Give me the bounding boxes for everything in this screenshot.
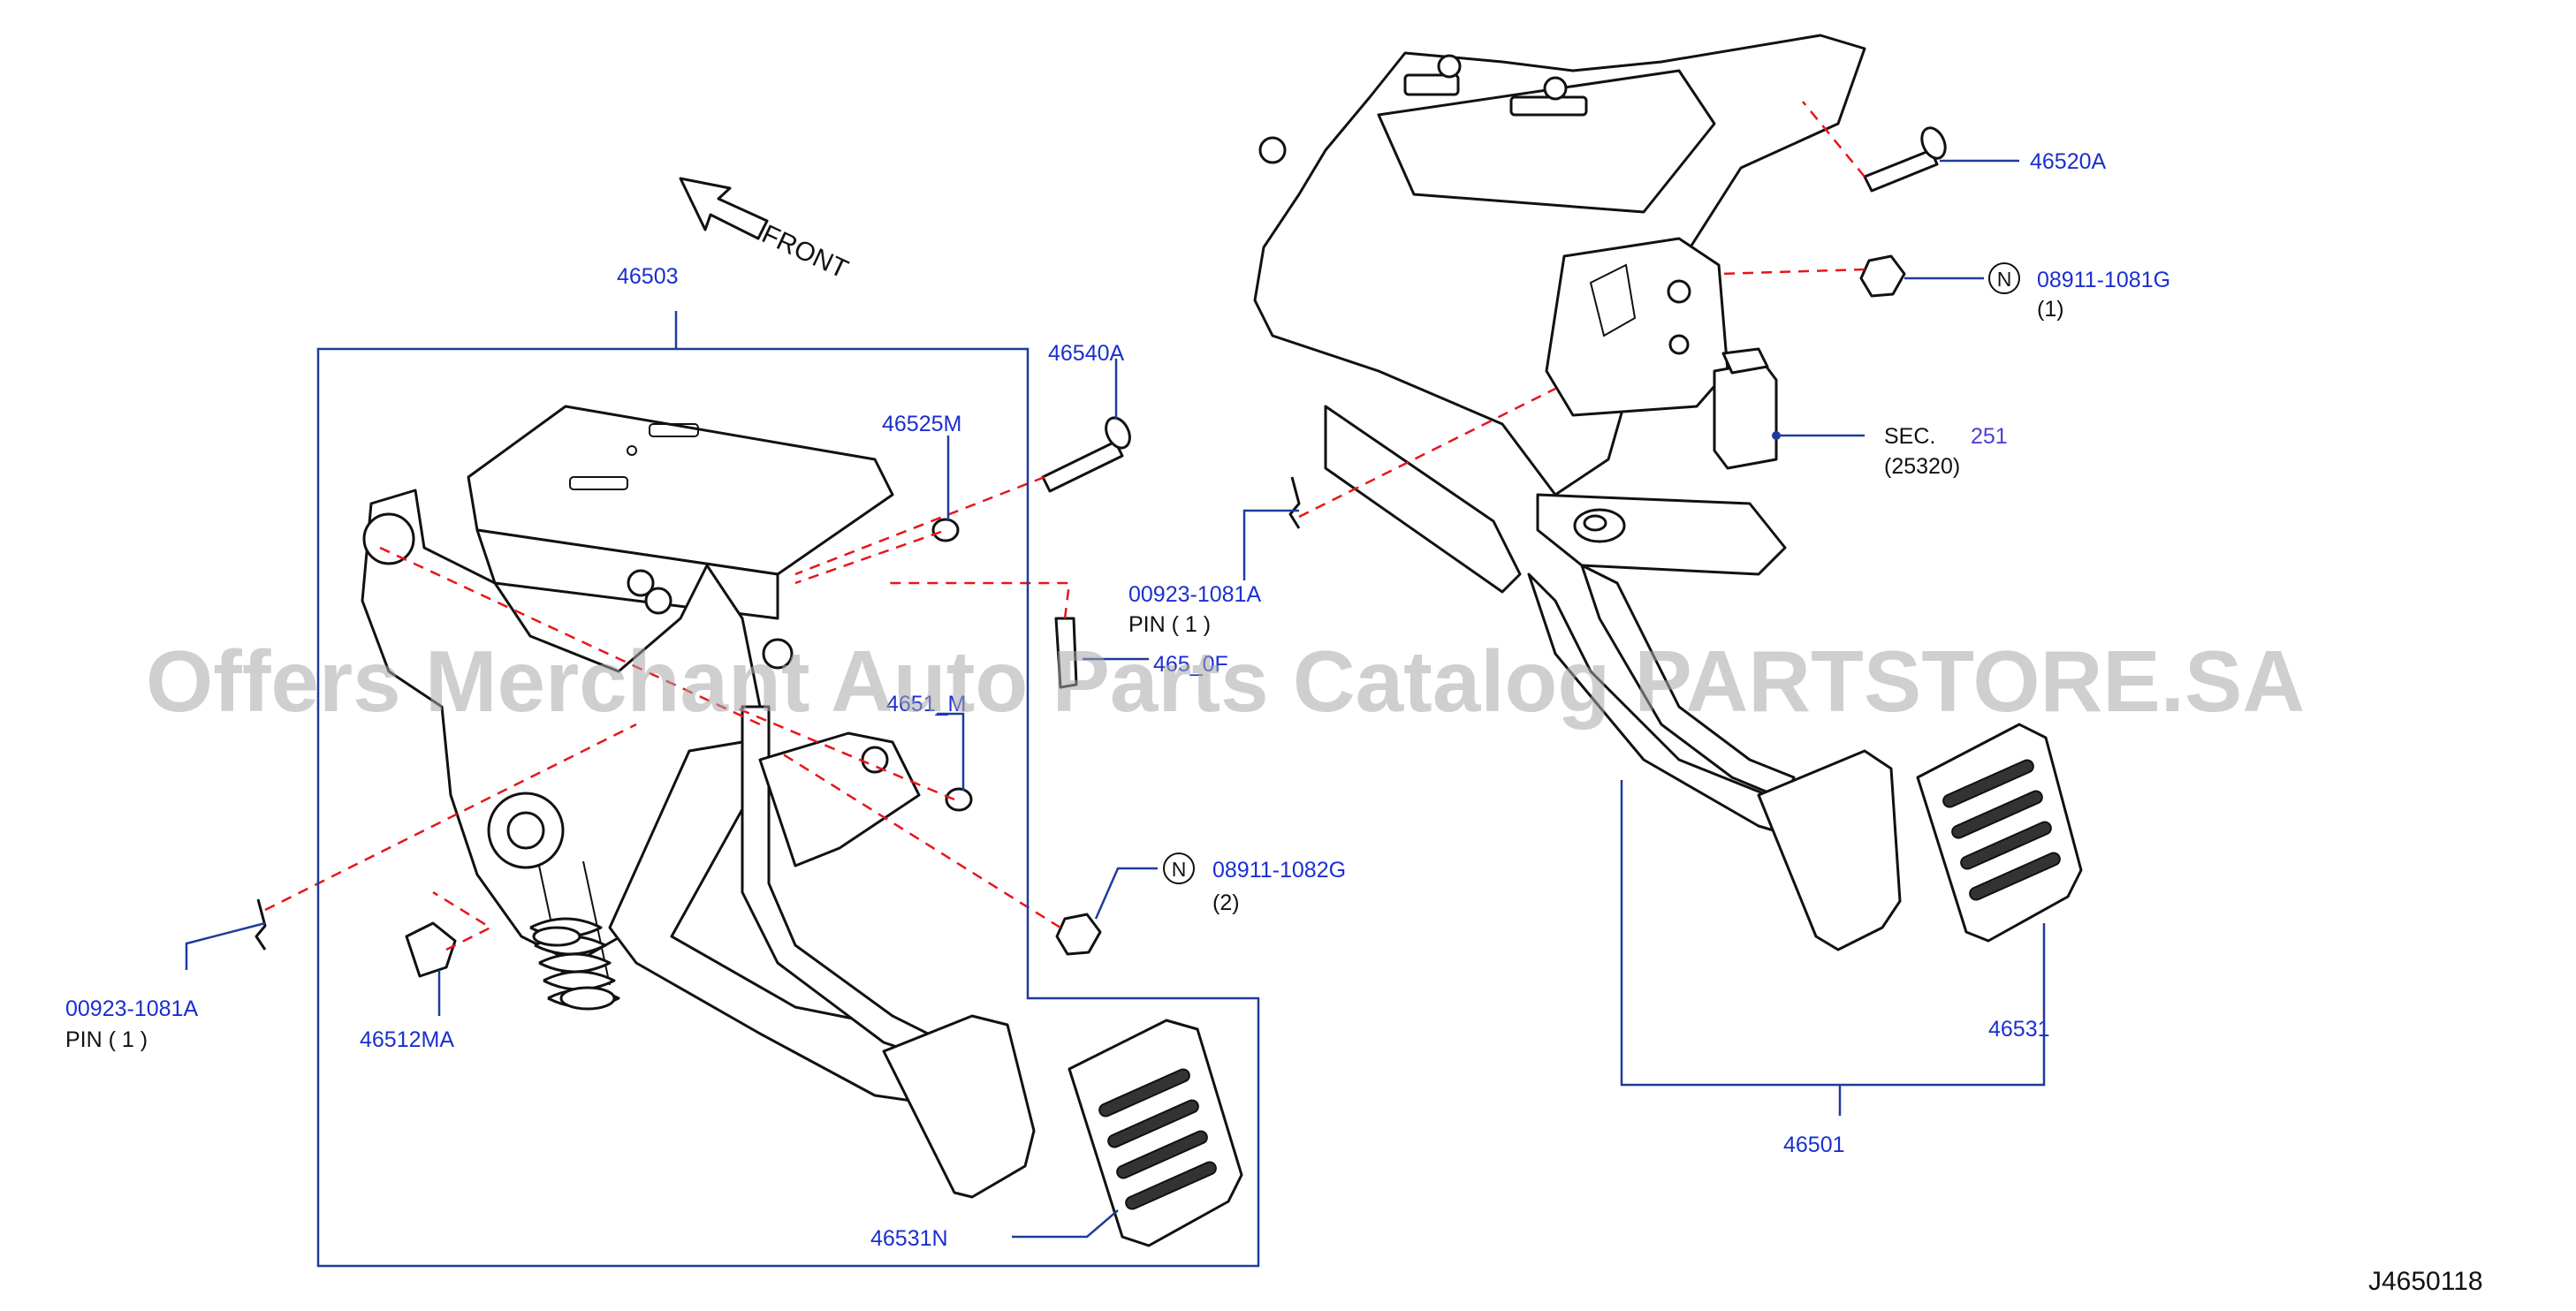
label-sec-251[interactable]: 251 [1971, 424, 2008, 449]
bushing-4651M-drawing [945, 787, 973, 812]
leader-lines [185, 159, 2046, 1268]
nut-08911-1082G-drawing [1055, 913, 1102, 956]
n-symbol-1081G: N [1988, 262, 2020, 294]
label-46540A[interactable]: 46540A [1048, 341, 1125, 366]
clip-46512MA-drawing [405, 921, 457, 978]
n-symbol-text: N [1172, 858, 1187, 881]
front-label: FRONT [757, 219, 853, 284]
bolt-465-0F-drawing [1054, 617, 1078, 689]
label-pin-left: PIN ( 1 ) [65, 1027, 148, 1052]
label-46512MA[interactable]: 46512MA [360, 1027, 454, 1052]
nut-08911-1081G-drawing [1859, 254, 1906, 298]
drawing-id: J4650118 [2368, 1267, 2483, 1296]
label-46501[interactable]: 46501 [1783, 1133, 1845, 1157]
return-spring-drawing [529, 860, 620, 1011]
label-pin-right: PIN ( 1 ) [1128, 612, 1211, 637]
label-00923-1081A-right[interactable]: 00923-1081A [1128, 582, 1261, 607]
label-46525M[interactable]: 46525M [882, 412, 961, 436]
left-pedal-assembly-drawing [255, 405, 1301, 1247]
brake-pad-46531N-drawing [1068, 1019, 1243, 1247]
label-4651-M[interactable]: 4651_M [886, 692, 966, 716]
bushing-46525M-drawing [931, 518, 960, 542]
label-00923-1081A-left[interactable]: 00923-1081A [65, 997, 198, 1021]
label-08911-1081G[interactable]: 08911-1081G [2037, 268, 2170, 292]
n-symbol-1082G: N [1163, 853, 1195, 884]
bolt-46540A-drawing [1041, 416, 1131, 493]
right-pedal-assembly-drawing [1253, 34, 2083, 951]
switch-sec251-drawing [1713, 347, 1778, 470]
watermark: Offers Merchant Auto Parts Catalog PARTS… [146, 633, 2305, 730]
bolt-46520A-drawing [1863, 126, 1947, 193]
label-46520A[interactable]: 46520A [2030, 149, 2107, 174]
label-08911-1082G-qty: (2) [1212, 890, 1240, 915]
label-46531[interactable]: 46531 [1988, 1017, 2050, 1042]
brake-pad-46531-drawing [1916, 723, 2083, 943]
label-46503[interactable]: 46503 [617, 264, 679, 289]
label-sec-prefix: SEC. [1884, 424, 1935, 449]
n-symbol-text: N [1997, 268, 2012, 291]
label-08911-1081G-qty: (1) [2037, 297, 2064, 322]
pin-right-drawing [1288, 476, 1301, 529]
label-465-0F[interactable]: 465_0F [1153, 652, 1228, 677]
label-08911-1082G[interactable]: 08911-1082G [1212, 858, 1346, 883]
label-sec-25320: (25320) [1884, 454, 1960, 479]
label-46531N[interactable]: 46531N [870, 1226, 948, 1251]
front-arrow: FRONT [679, 177, 853, 284]
pin-left-drawing [255, 898, 267, 951]
assembly-dashed-lines [264, 101, 1866, 951]
